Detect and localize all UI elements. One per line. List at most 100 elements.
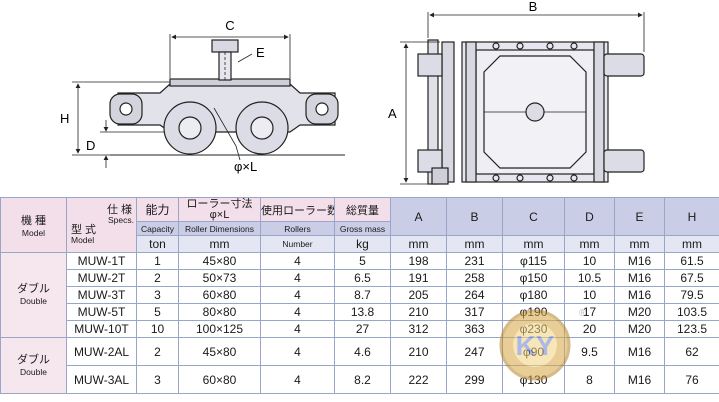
cell-d: 10: [564, 252, 615, 270]
header-col-c: C: [502, 197, 565, 236]
cell-c: φ115: [502, 252, 565, 270]
cell-c: φ190: [502, 303, 565, 321]
header-col-b: B: [446, 197, 503, 236]
dim-c-label: C: [225, 18, 234, 33]
cell-b: 247: [446, 337, 503, 366]
header-type-ja: 型 式: [71, 224, 97, 236]
cell-d: 9.5: [564, 337, 615, 366]
cell-model: MUW-2T: [66, 269, 137, 287]
spec-table: 機 種 Model 仕 様 Specs. 型 式 Model 能力 ローラー寸法…: [0, 197, 719, 394]
cell-capacity: 3: [136, 365, 179, 394]
cell-model: MUW-3T: [66, 286, 137, 304]
cell-b: 264: [446, 286, 503, 304]
cell-capacity: 2: [136, 269, 179, 287]
dim-a-label: A: [388, 106, 397, 121]
header-rollers-en: Rollers: [260, 221, 335, 236]
table-row: MUW-3T 3 60×80 4 8.7 205 264 φ180 10 M16…: [1, 286, 719, 304]
table-row: MUW-5T 5 80×80 4 13.8 210 317 φ190 17 M2…: [1, 303, 719, 321]
table-row: ダブル Double MUW-2AL 2 45×80 4 4.6 210 247…: [0, 337, 719, 394]
cell-c: φ180: [502, 286, 565, 304]
header-col-e: E: [614, 197, 665, 236]
cell-a: 210: [390, 337, 447, 366]
cell-model: MUW-10T: [66, 320, 137, 338]
cell-c: φ150: [502, 269, 565, 287]
unit-a: mm: [390, 235, 447, 253]
cell-a: 198: [390, 252, 447, 270]
table-row: MUW-2T 2 50×73 4 6.5 191 258 φ150 10.5 M…: [1, 269, 719, 287]
dim-d-label: D: [86, 138, 95, 153]
side-view-drawing: [72, 34, 345, 168]
cell-mass: 6.5: [334, 269, 391, 287]
cell-h: 62: [664, 337, 719, 366]
cell-b: 258: [446, 269, 503, 287]
header-roller-en: Roller Dimensions: [178, 221, 261, 236]
header-col-a: A: [390, 197, 447, 236]
header-capacity-en: Capacity: [136, 221, 179, 236]
header-spec-ja: 仕 様: [106, 204, 132, 216]
group-double-2: ダブル Double: [0, 337, 67, 394]
cell-roller: 45×80: [178, 252, 261, 270]
header-spec-type: 仕 様 Specs. 型 式 Model: [66, 197, 137, 253]
header-spec-en: Specs.: [108, 215, 134, 225]
cell-d: 20: [564, 320, 615, 338]
unit-c: mm: [502, 235, 565, 253]
cell-h: 67.5: [664, 269, 719, 287]
header-roller-ja-1: ローラー寸法: [186, 197, 253, 210]
cell-roller: 50×73: [178, 269, 261, 287]
unit-e: mm: [614, 235, 665, 253]
cell-d: 8: [564, 365, 615, 394]
cell-roller: 60×80: [178, 286, 261, 304]
cell-e: M16: [614, 365, 665, 394]
cell-roller: 100×125: [178, 320, 261, 338]
cell-e: M20: [614, 320, 665, 338]
cell-model: MUW-1T: [66, 252, 137, 270]
cell-capacity: 3: [136, 286, 179, 304]
cell-model: MUW-2AL: [66, 337, 137, 366]
cell-a: 191: [390, 269, 447, 287]
cell-rollers: 4: [260, 320, 335, 338]
header-rollers-ja: 使用ローラー数: [260, 197, 335, 222]
cell-b: 363: [446, 320, 503, 338]
unit-h: mm: [664, 235, 719, 253]
cell-rollers: 4: [260, 269, 335, 287]
cell-h: 103.5: [664, 303, 719, 321]
cell-capacity: 2: [136, 337, 179, 366]
technical-drawings: C E H D φ×L B A: [60, 0, 645, 185]
cell-roller: 60×80: [178, 365, 261, 394]
header-roller-ja: ローラー寸法 φ×L: [178, 197, 261, 222]
cell-h: 76: [664, 365, 719, 394]
table-row: ダブル Double MUW-1T 1 45×80 4 5 198 231 φ1…: [0, 252, 719, 338]
header-model-ja: 機 種: [20, 215, 47, 227]
cell-mass: 5: [334, 252, 391, 270]
cell-capacity: 5: [136, 303, 179, 321]
group-ja: ダブル: [17, 353, 50, 366]
table-row: MUW-10T 10 100×125 4 27 312 363 φ230 20 …: [1, 320, 719, 338]
cell-e: M16: [614, 252, 665, 270]
header-model-en: Model: [21, 228, 46, 238]
cell-a: 205: [390, 286, 447, 304]
dim-h-label: H: [60, 111, 69, 126]
cell-e: M16: [614, 337, 665, 366]
cell-c: φ130: [502, 365, 565, 394]
header-mass-en: Gross mass: [334, 221, 391, 236]
cell-a: 312: [390, 320, 447, 338]
cell-h: 79.5: [664, 286, 719, 304]
cell-mass: 8.2: [334, 365, 391, 394]
cell-b: 231: [446, 252, 503, 270]
group-ja: ダブル: [17, 283, 50, 295]
cell-e: M16: [614, 286, 665, 304]
header-col-h: H: [664, 197, 719, 236]
header-mass-ja: 総質量: [334, 197, 391, 222]
dim-roller-label: φ×L: [234, 159, 257, 174]
cell-mass: 27: [334, 320, 391, 338]
cell-d: 10: [564, 286, 615, 304]
unit-capacity: ton: [136, 235, 179, 253]
table-row: MUW-3AL 3 60×80 4 8.2 222 299 φ130 8 M16…: [1, 365, 719, 394]
top-view-drawing: [400, 12, 645, 185]
cell-rollers: 4: [260, 337, 335, 366]
cell-c: φ230: [502, 320, 565, 338]
header-type-en: Model: [71, 235, 95, 245]
header-capacity-ja: 能力: [136, 197, 179, 222]
header-col-d: D: [564, 197, 615, 236]
cell-model: MUW-5T: [66, 303, 137, 321]
